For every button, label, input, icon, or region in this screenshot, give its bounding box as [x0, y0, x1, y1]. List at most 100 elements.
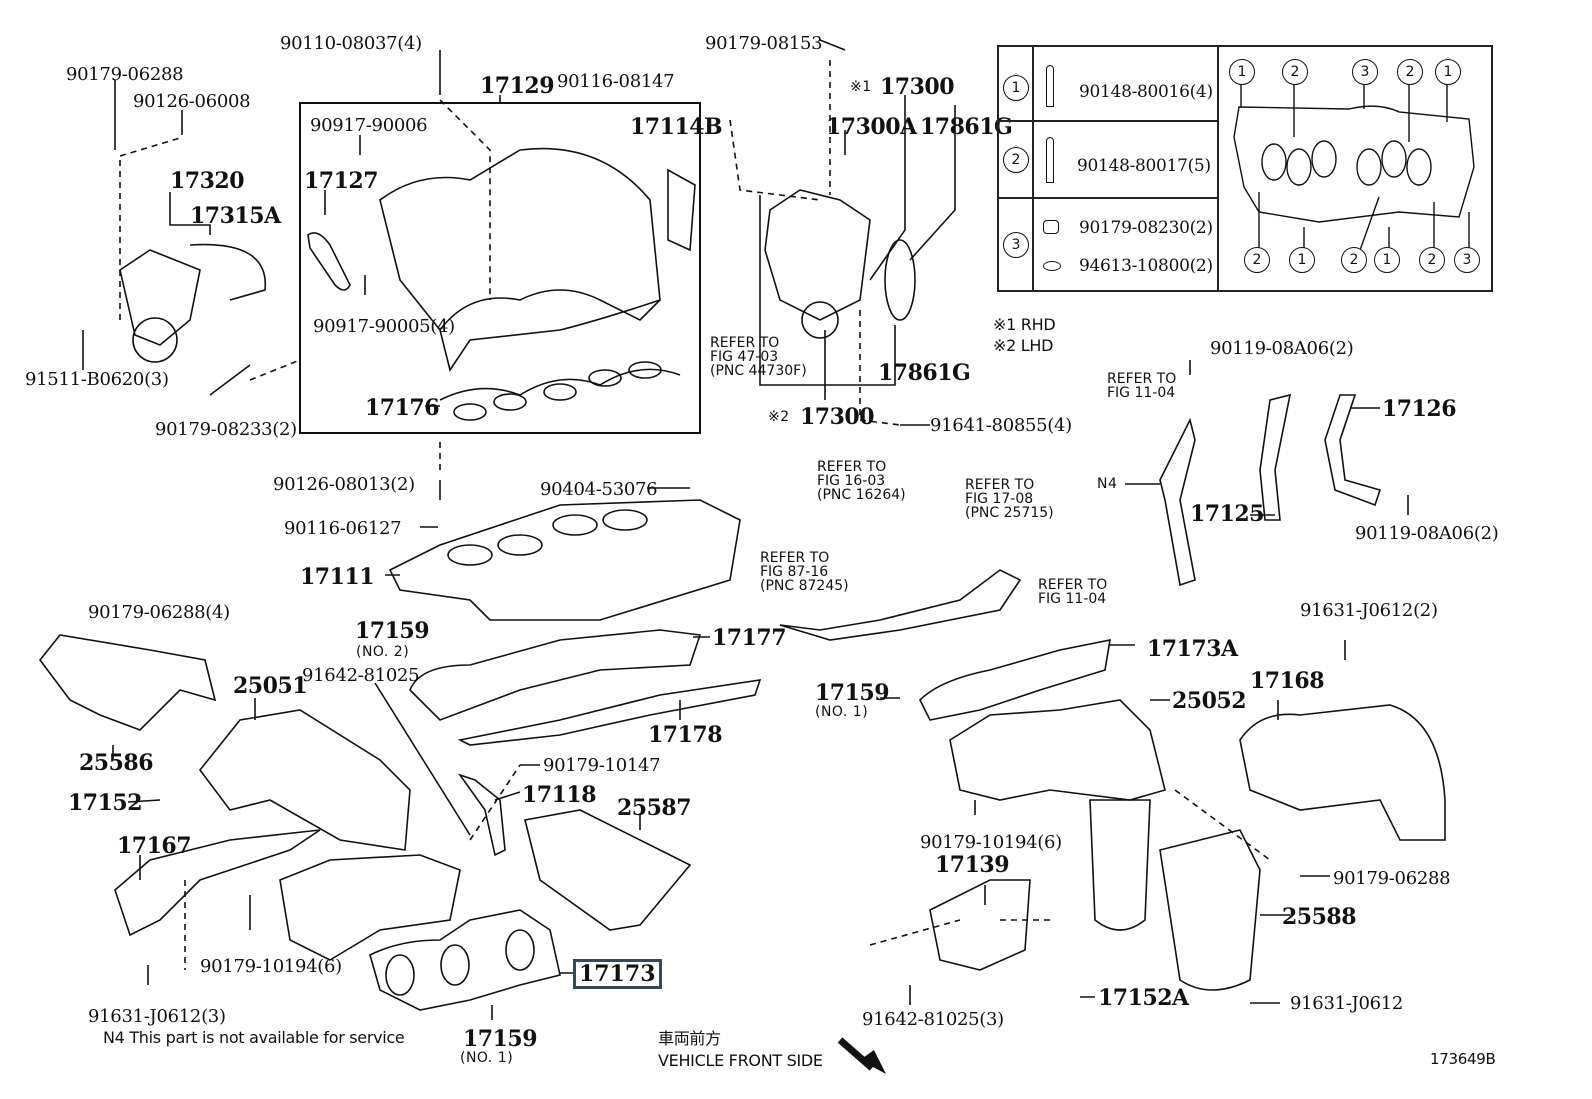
part-label[interactable]: 90917-90005(4)	[313, 316, 455, 337]
part-label[interactable]: 90179-06288(4)	[88, 602, 230, 623]
part-label[interactable]: 90179-10194(6)	[200, 956, 342, 977]
part-label[interactable]: 90116-06127	[284, 518, 402, 539]
part-label[interactable]: 17159	[463, 1026, 538, 1052]
part-label[interactable]: 17139	[935, 852, 1010, 878]
part-label[interactable]: 17320	[170, 168, 245, 194]
ref-line: REFER TO	[760, 550, 830, 566]
part-label[interactable]: 17152	[68, 790, 143, 816]
part-label[interactable]: 17315A	[190, 203, 281, 229]
part-label[interactable]: N4	[1097, 476, 1118, 492]
part-label[interactable]: 17129	[480, 73, 555, 99]
part-label[interactable]: 17126	[1382, 396, 1457, 422]
part-label[interactable]: 90119-08A06(2)	[1210, 338, 1354, 359]
part-sublabel: (NO. 1)	[460, 1050, 514, 1066]
part-label[interactable]: 17861G	[878, 360, 971, 386]
gasket-17861G	[884, 239, 916, 321]
part-label[interactable]: 17152A	[1098, 985, 1189, 1011]
part-label[interactable]: 17125	[1190, 501, 1265, 527]
plenum-flange-gasket	[439, 368, 681, 401]
part-label[interactable]: 17178	[648, 722, 723, 748]
note-lhd: ※2 LHD	[993, 336, 1054, 355]
gasket-17178	[457, 679, 762, 746]
gasket-17127	[307, 232, 351, 291]
part-label[interactable]: 17176	[365, 395, 440, 421]
ref-line: REFER TO	[710, 335, 780, 351]
part-label[interactable]: 91631-J0612(3)	[88, 1006, 226, 1027]
ref-line: (PNC 87245)	[760, 578, 849, 594]
part-label[interactable]: 91642-81025(3)	[862, 1009, 1004, 1030]
part-label[interactable]: 25052	[1172, 688, 1247, 714]
bolt-part[interactable]: 90179-08230(2)	[1079, 218, 1213, 238]
ref-line: REFER TO	[965, 477, 1035, 493]
part-label[interactable]: 25586	[79, 750, 154, 776]
callout-top: 2	[1282, 59, 1308, 85]
bolt-part[interactable]: 90148-80016(4)	[1079, 82, 1213, 102]
part-label[interactable]: 91642-81025	[302, 665, 420, 686]
reference-fig-87-16[interactable]: REFER TO FIG 87-16 (PNC 87245)	[760, 551, 849, 593]
bolt-part[interactable]: 94613-10800(2)	[1079, 256, 1213, 276]
bolt-part[interactable]: 90148-80017(5)	[1077, 156, 1211, 176]
insulator-17168	[1239, 704, 1446, 841]
reference-fig-16-03[interactable]: REFER TO FIG 16-03 (PNC 16264)	[817, 460, 906, 502]
part-label[interactable]: 90110-08037(4)	[280, 33, 422, 54]
gasket-17177	[409, 629, 702, 721]
callout-top: 1	[1435, 59, 1461, 85]
reference-fig-17-08[interactable]: REFER TO FIG 17-08 (PNC 25715)	[965, 478, 1054, 520]
callout-bottom: 2	[1419, 247, 1445, 273]
part-label[interactable]: 17861G	[920, 114, 1013, 140]
part-label[interactable]: 91631-J0612	[1290, 993, 1404, 1014]
part-label[interactable]: 17173A	[1147, 636, 1238, 662]
ref-line: FIG 87-16	[760, 564, 829, 580]
part-label[interactable]: 90126-06008	[133, 91, 251, 112]
ref-line: FIG 17-08	[965, 491, 1034, 507]
part-label[interactable]: 91631-J0612(2)	[1300, 600, 1438, 621]
vehicle-front-en: VEHICLE FRONT SIDE	[658, 1051, 823, 1070]
part-label[interactable]: 90179-08153	[705, 33, 823, 54]
part-label[interactable]: 90179-06288	[66, 64, 184, 85]
part-label[interactable]: 17167	[117, 833, 192, 859]
part-label[interactable]: 17118	[522, 782, 597, 808]
highlighted-part-17173[interactable]: 17173	[573, 959, 662, 989]
part-label[interactable]: 17300	[800, 404, 875, 430]
part-label[interactable]: 25051	[233, 673, 308, 699]
part-label[interactable]: 91641-80855(4)	[930, 415, 1072, 436]
washer-icon	[1043, 261, 1061, 271]
part-label[interactable]: 90404-53076	[540, 479, 658, 500]
part-label[interactable]: 25587	[617, 795, 692, 821]
part-label[interactable]: 17177	[712, 625, 787, 651]
part-label[interactable]: 90179-10147	[543, 755, 661, 776]
insulator-25587	[524, 809, 692, 931]
part-label[interactable]: 17127	[304, 168, 379, 194]
part-label[interactable]: 17111	[300, 564, 375, 590]
vehicle-front-jp: 車両前方	[658, 1029, 721, 1048]
reference-fig-11-04-upper[interactable]: REFER TO FIG 11-04	[1107, 372, 1176, 400]
callout-bottom: 3	[1454, 247, 1480, 273]
part-label[interactable]: 91511-B0620(3)	[25, 369, 169, 390]
bolt-legend-table: 1 90148-80016(4) 2 90148-80017(5) 3 9017…	[997, 45, 1493, 292]
part-label[interactable]: 17168	[1250, 668, 1325, 694]
part-label[interactable]: 17114B	[630, 114, 723, 140]
part-label[interactable]: 90179-10194(6)	[920, 832, 1062, 853]
reference-fig-11-04-lower[interactable]: REFER TO FIG 11-04	[1038, 578, 1107, 606]
callout-bottom: 2	[1244, 247, 1270, 273]
ref-line: FIG 47-03	[710, 349, 779, 365]
ref-line: FIG 16-03	[817, 473, 886, 489]
part-label[interactable]: 25588	[1282, 904, 1357, 930]
part-label[interactable]: 17300	[880, 74, 955, 100]
part-label[interactable]: 90179-06288	[1333, 868, 1451, 889]
part-label[interactable]: 90179-08233(2)	[155, 419, 297, 440]
reference-fig-47-03[interactable]: REFER TO FIG 47-03 (PNC 44730F)	[710, 336, 807, 378]
part-label[interactable]: 17300A	[826, 114, 917, 140]
part-label[interactable]: 90119-08A06(2)	[1355, 523, 1499, 544]
part-label[interactable]: 90126-08013(2)	[273, 474, 415, 495]
part-label[interactable]: 90116-08147	[557, 71, 675, 92]
part-label[interactable]: 90917-90006	[310, 115, 428, 136]
ref-line: (PNC 16264)	[817, 487, 906, 503]
hose-17315A	[189, 243, 267, 301]
part-label[interactable]: 17159	[355, 618, 430, 644]
callout-top: 2	[1397, 59, 1423, 85]
note-rhd: ※1 RHD	[993, 315, 1056, 334]
manifold-flange	[279, 854, 461, 961]
bolt-icon	[1046, 65, 1054, 107]
part-label[interactable]: 17159	[815, 680, 890, 706]
